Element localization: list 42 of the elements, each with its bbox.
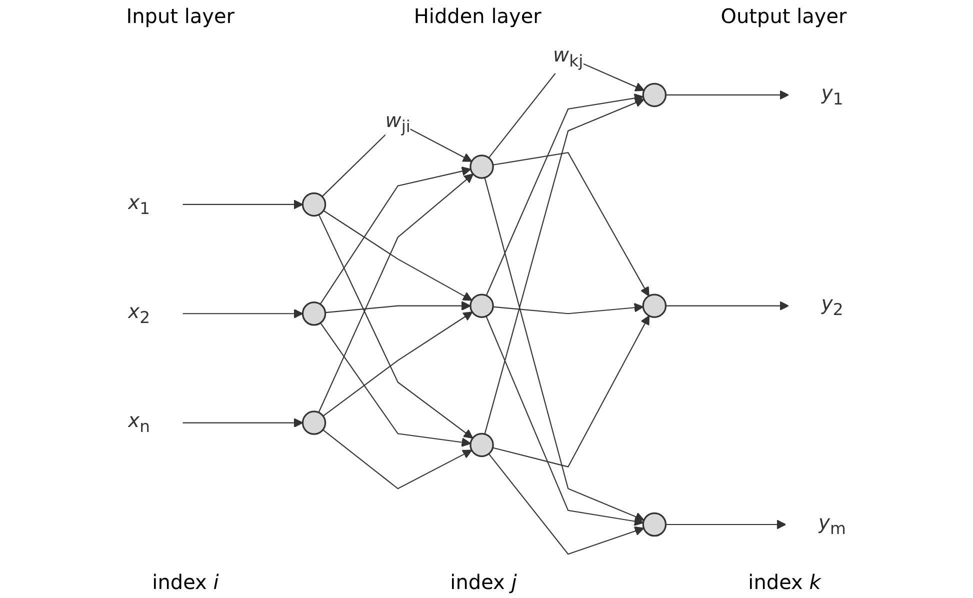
- arrow: [182, 308, 303, 318]
- node-text: x$_{1}$: [127, 191, 150, 218]
- node-circle: [469, 432, 494, 458]
- edge-label: w$_{kj}$: [552, 44, 583, 71]
- arrow: [322, 312, 472, 416]
- index-label: index k: [747, 569, 822, 596]
- arrow: [324, 301, 470, 314]
- node-circle: [301, 192, 326, 217]
- node-circle: [301, 410, 326, 435]
- arrow: [318, 214, 473, 439]
- index-label: index i: [151, 569, 220, 596]
- layer-heading: Output layer: [720, 3, 848, 30]
- arrow: [665, 90, 788, 100]
- arrow: [320, 322, 470, 448]
- arrow: [182, 200, 303, 210]
- layer-heading: Hidden layer: [412, 3, 542, 30]
- node-circle: [301, 302, 326, 326]
- node-circle: [642, 294, 666, 318]
- node-text: y$_{m}$: [818, 511, 846, 538]
- arrow: [318, 174, 474, 413]
- arrow: [322, 210, 472, 301]
- layer-heading: Input layer: [125, 3, 236, 30]
- arrow: [485, 316, 644, 526]
- arrow: [492, 315, 650, 468]
- node-text: x$_{2}$: [127, 300, 150, 328]
- arrow: [484, 98, 644, 434]
- arrow: [492, 302, 644, 314]
- arrow: [485, 93, 644, 296]
- arrow: [322, 429, 472, 490]
- arrow: [665, 301, 788, 311]
- node-circle: [469, 154, 494, 179]
- arrow: [319, 166, 471, 304]
- arrow: [665, 520, 786, 530]
- node-circle: [642, 512, 666, 537]
- arrow: [492, 152, 649, 296]
- node-circle: [642, 82, 666, 108]
- arrow: [182, 418, 303, 428]
- index-label: index j: [449, 569, 518, 596]
- edge-label: w$_{ji}$: [384, 109, 410, 136]
- node-circle: [469, 294, 494, 318]
- arrow: [488, 453, 644, 555]
- arrow: [484, 177, 644, 522]
